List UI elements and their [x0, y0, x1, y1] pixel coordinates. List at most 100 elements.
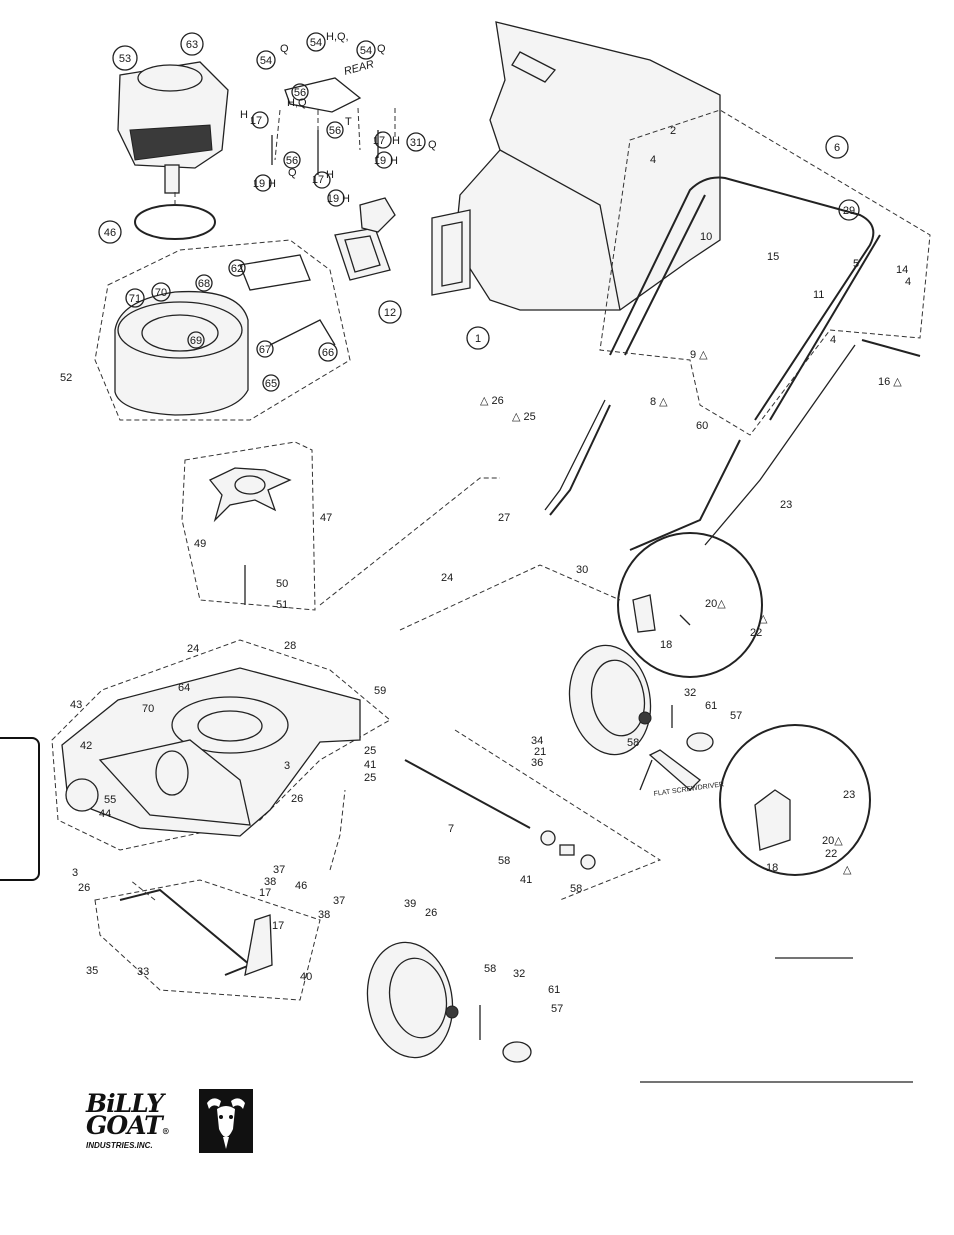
callout-18b: 18 [766, 862, 778, 874]
brand-line-2: GOAT® [86, 1111, 170, 1140]
callout-61b: 61 [548, 984, 560, 996]
callout-58d: 58 [484, 963, 496, 975]
callout-43: 43 [70, 699, 82, 711]
callout-63: 63 [186, 39, 198, 51]
engine [117, 61, 229, 194]
code-h6: H [326, 169, 334, 181]
callout-62: 62 [231, 263, 243, 275]
callout-circles [98, 32, 860, 392]
callout-40: 40 [300, 971, 312, 983]
brand-line-1: BiLLY [86, 1089, 164, 1118]
callout-17c: 17 [373, 135, 385, 147]
callout-57b: 57 [551, 1003, 563, 1015]
callout-33: 33 [137, 966, 149, 978]
fan-housing [94, 239, 351, 421]
callout-16: 16 △ [878, 376, 902, 388]
callout-26c: 26 [78, 882, 90, 894]
callout-71: 71 [129, 293, 141, 305]
brand-goat-word: GOAT [86, 1111, 163, 1140]
callout-6: 6 [834, 142, 840, 154]
front-axle-frame [94, 879, 321, 1001]
callout-36: 36 [531, 757, 543, 769]
callout-4c: 4 [830, 334, 836, 346]
detail-circle-lower [639, 724, 871, 876]
callout-1: 1 [475, 333, 481, 345]
callout-38b: 38 [318, 909, 330, 921]
callout-68: 68 [198, 278, 210, 290]
callout-23b: 23 [843, 789, 855, 801]
callout-61a: 61 [705, 700, 717, 712]
callout-27: 27 [498, 512, 510, 524]
code-q1: Q [280, 43, 289, 55]
callout-34: 34 [531, 735, 543, 747]
callout-15: 15 [767, 251, 779, 263]
callout-17b: 17 [312, 174, 324, 186]
callout-69: 69 [190, 335, 202, 347]
registered-mark: ® [161, 1126, 170, 1136]
callout-26a: △ 26 [480, 395, 504, 407]
callout-19b: 19 [327, 193, 339, 205]
code-h1: H [240, 109, 248, 121]
callout-25c: 25 [364, 772, 376, 784]
callout-3b: 3 [72, 867, 78, 879]
callout-56b: 56 [286, 155, 298, 167]
brand-logo: BiLLY GOAT® INDUSTRIES.INC. [86, 1089, 256, 1159]
triangle-mark-1: △ [759, 613, 768, 625]
code-q4: Q [428, 139, 437, 151]
callout-54b: 54 [310, 37, 322, 49]
callout-11: 11 [813, 289, 824, 301]
code-q2: Q [377, 43, 386, 55]
callout-56a: 56 [294, 87, 306, 99]
callout-22a: 22 [750, 627, 762, 639]
callout-52: 52 [60, 372, 72, 384]
callout-70b: 70 [142, 703, 154, 715]
callout-54a: 54 [260, 55, 272, 67]
callout-24b: 24 [187, 643, 199, 655]
callout-28: 28 [284, 640, 296, 652]
rear-note: REAR [343, 58, 376, 78]
callout-24a: 24 [441, 572, 453, 584]
callout-29: 29 [843, 205, 855, 217]
mower-deck [51, 639, 391, 851]
callout-20a: 20△ [705, 598, 726, 610]
callout-58b: 58 [498, 855, 510, 867]
handle-assembly [544, 109, 931, 551]
callout-49: 49 [194, 538, 206, 550]
rear-wheel [568, 644, 714, 756]
callout-54c: 54 [360, 45, 372, 57]
callout-37a: 37 [273, 864, 285, 876]
callout-19a: 19 [253, 178, 265, 190]
callout-51: 51 [276, 599, 288, 611]
callout-19c: 19 [374, 155, 386, 167]
callout-64: 64 [178, 682, 190, 694]
callout-26d: 26 [425, 907, 437, 919]
collection-bag [431, 21, 721, 311]
code-hq1: H,Q, [326, 31, 349, 43]
callout-57a: 57 [730, 710, 742, 722]
callout-35: 35 [86, 965, 98, 977]
callout-25b: 25 [364, 745, 376, 757]
axle-rod [404, 759, 531, 829]
callout-50: 50 [276, 578, 288, 590]
callout-2: 2 [670, 125, 676, 137]
callout-8: 8 △ [650, 396, 668, 408]
code-h4: H [392, 135, 400, 147]
callout-17d: 17 [259, 887, 271, 899]
callout-70a: 70 [155, 287, 167, 299]
callout-12: 12 [384, 307, 396, 319]
callout-21: 21 [534, 746, 546, 758]
callout-58a: 58 [627, 737, 639, 749]
detail-circle-upper [617, 532, 763, 678]
callout-20b: 20△ [822, 835, 843, 847]
callout-22b: 22 [825, 848, 837, 860]
callout-18a: 18 [660, 639, 672, 651]
code-t: T [345, 116, 352, 128]
code-h5: H [390, 155, 398, 167]
goat-head-icon [199, 1089, 253, 1153]
callout-30: 30 [576, 564, 588, 576]
callout-17e: 17 [272, 920, 284, 932]
callout-37b: 37 [333, 895, 345, 907]
callout-14: 14 [896, 264, 908, 276]
callout-66: 66 [322, 347, 334, 359]
callout-labels: 1 2 3 3 4 4 4 5 6 7 8 △ 9 △ 10 11 12 14 … [60, 31, 911, 1015]
